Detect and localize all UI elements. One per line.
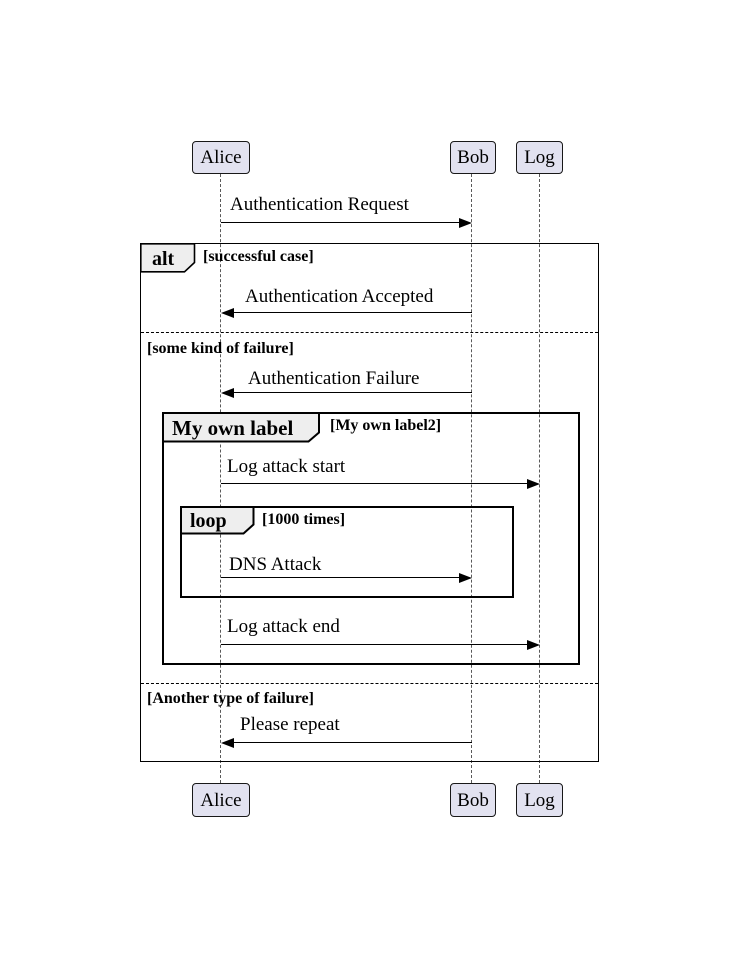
participant-label: Alice: [200, 789, 242, 811]
alt-divider-2: [141, 683, 598, 684]
loop-guard: [1000 times]: [262, 511, 346, 528]
lifeline-alice: [220, 174, 221, 783]
alt-guard-another-type-of-failure: [Another type of failure]: [147, 690, 314, 707]
arrowhead-right-icon: [459, 573, 472, 583]
arrow-dns-attack: [221, 577, 459, 578]
arrow-log-attack-start: [221, 483, 527, 484]
arrow-log-attack-end: [221, 644, 527, 645]
arrowhead-left-icon: [221, 308, 234, 318]
lifeline-log: [539, 174, 540, 783]
group-pentagon: [162, 412, 320, 443]
loop-frame-label: loop: [190, 510, 227, 532]
lifeline-bob: [471, 174, 472, 783]
alt-frame: [140, 243, 599, 762]
arrow-please-repeat: [233, 742, 472, 743]
participant-alice-bottom: Alice: [192, 783, 250, 817]
arrowhead-right-icon: [459, 218, 472, 228]
participant-label: Bob: [457, 147, 489, 168]
alt-guard-successful-case: [successful case]: [203, 248, 314, 265]
arrow-auth-accepted: [233, 312, 472, 313]
loop-frame: [180, 506, 514, 598]
alt-pentagon: [140, 243, 196, 273]
arrow-auth-request: [221, 222, 459, 223]
message-label-auth-request: Authentication Request: [230, 194, 409, 215]
message-label-auth-accepted: Authentication Accepted: [245, 286, 434, 307]
arrowhead-left-icon: [221, 388, 234, 398]
arrowhead-left-icon: [221, 738, 234, 748]
group-frame: [162, 412, 580, 665]
participant-label: Bob: [457, 789, 489, 811]
participant-label: Log: [524, 147, 555, 168]
arrow-auth-failure: [233, 392, 472, 393]
alt-divider-1: [141, 332, 598, 333]
participant-label: Alice: [200, 147, 242, 168]
message-label-please-repeat: Please repeat: [240, 714, 340, 735]
participant-log-bottom: Log: [516, 783, 563, 817]
message-label-log-attack-start: Log attack start: [227, 456, 346, 477]
arrowhead-right-icon: [527, 640, 540, 650]
message-label-log-attack-end: Log attack end: [227, 616, 340, 637]
group-guard: [My own label2]: [330, 417, 442, 434]
alt-frame-label: alt: [152, 248, 175, 270]
participant-log-top: Log: [516, 141, 563, 174]
alt-guard-some-kind-of-failure: [some kind of failure]: [147, 340, 294, 357]
participant-label: Log: [524, 789, 555, 811]
participant-bob-top: Bob: [450, 141, 496, 174]
loop-pentagon: [180, 506, 255, 535]
arrowhead-right-icon: [527, 479, 540, 489]
message-label-auth-failure: Authentication Failure: [248, 368, 420, 389]
participant-bob-bottom: Bob: [450, 783, 496, 817]
participant-alice-top: Alice: [192, 141, 250, 174]
group-frame-label: My own label: [172, 416, 294, 440]
message-label-dns-attack: DNS Attack: [229, 554, 322, 575]
